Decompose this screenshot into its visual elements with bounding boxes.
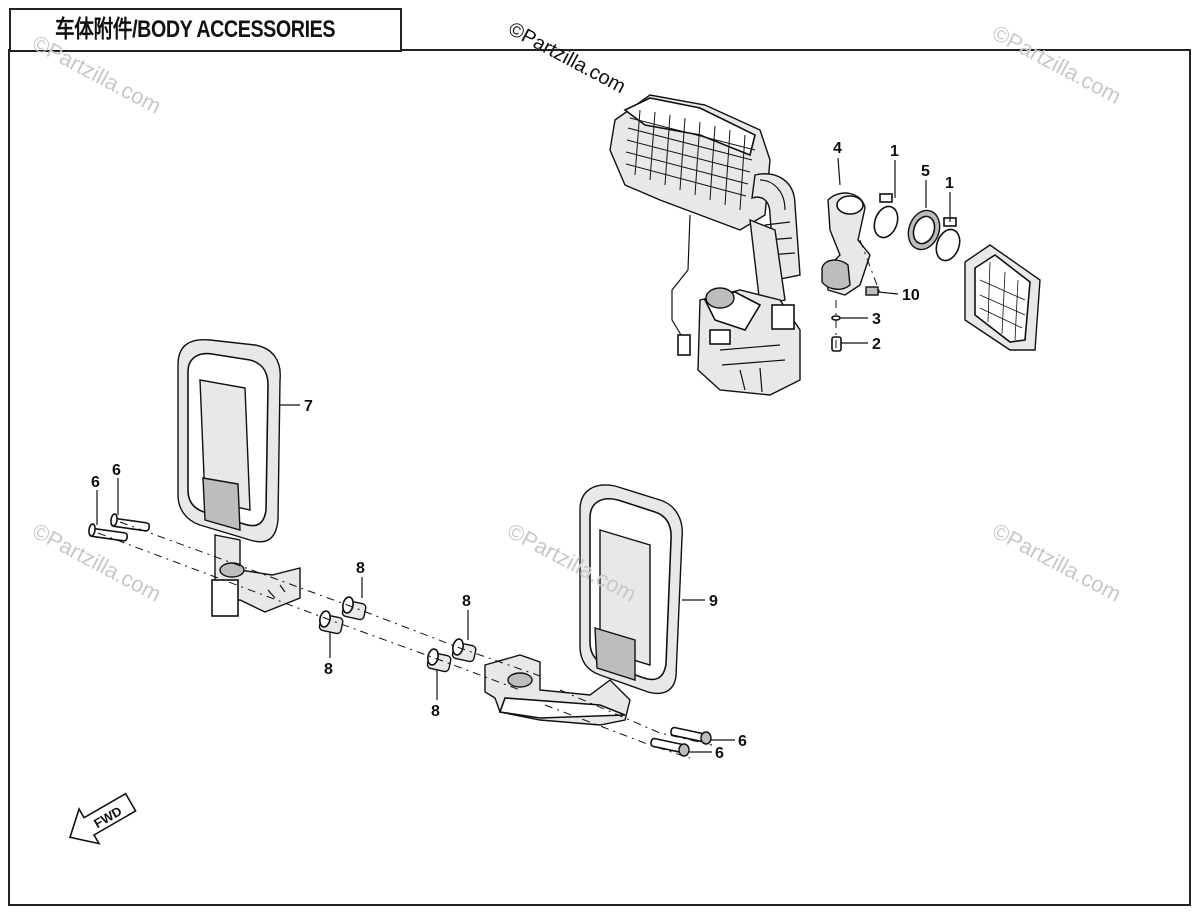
callout-5: 5: [921, 163, 930, 180]
callout-3: 3: [872, 311, 881, 328]
callout-8c: 8: [462, 593, 471, 610]
left-mirror: [177, 338, 301, 617]
callout-7: 7: [304, 398, 313, 415]
callout-10: 10: [902, 287, 920, 304]
page-title-text: 车体附件/BODY ACCESSORIES: [55, 16, 336, 43]
callout-6d: 6: [715, 745, 724, 762]
callout-4: 4: [833, 140, 842, 157]
callout-1b: 1: [945, 175, 954, 192]
callout-labels: 4 1 5 1 10 3 2 7 9 6 6 6 6 8 8 8 8: [91, 140, 954, 762]
callout-2: 2: [872, 336, 881, 353]
callout-6b: 6: [112, 462, 121, 479]
fwd-arrow-icon: FWD: [68, 792, 137, 845]
callout-8a: 8: [356, 560, 365, 577]
outer-border: [8, 49, 1191, 906]
page-title: 车体附件/BODY ACCESSORIES: [9, 8, 402, 52]
airbox-assembly: [609, 94, 801, 396]
callout-8b: 8: [324, 661, 333, 678]
intake-hose-group: [821, 192, 1041, 352]
bolts-group: [88, 513, 712, 757]
leader-lines: [96, 157, 951, 753]
callout-9: 9: [709, 593, 718, 610]
center-lines: [97, 521, 713, 759]
callout-8d: 8: [431, 703, 440, 720]
callout-6c: 6: [738, 733, 747, 750]
callout-6a: 6: [91, 474, 100, 491]
callout-1a: 1: [890, 143, 899, 160]
spacers-group: [318, 596, 477, 673]
right-mirror: [484, 484, 683, 726]
